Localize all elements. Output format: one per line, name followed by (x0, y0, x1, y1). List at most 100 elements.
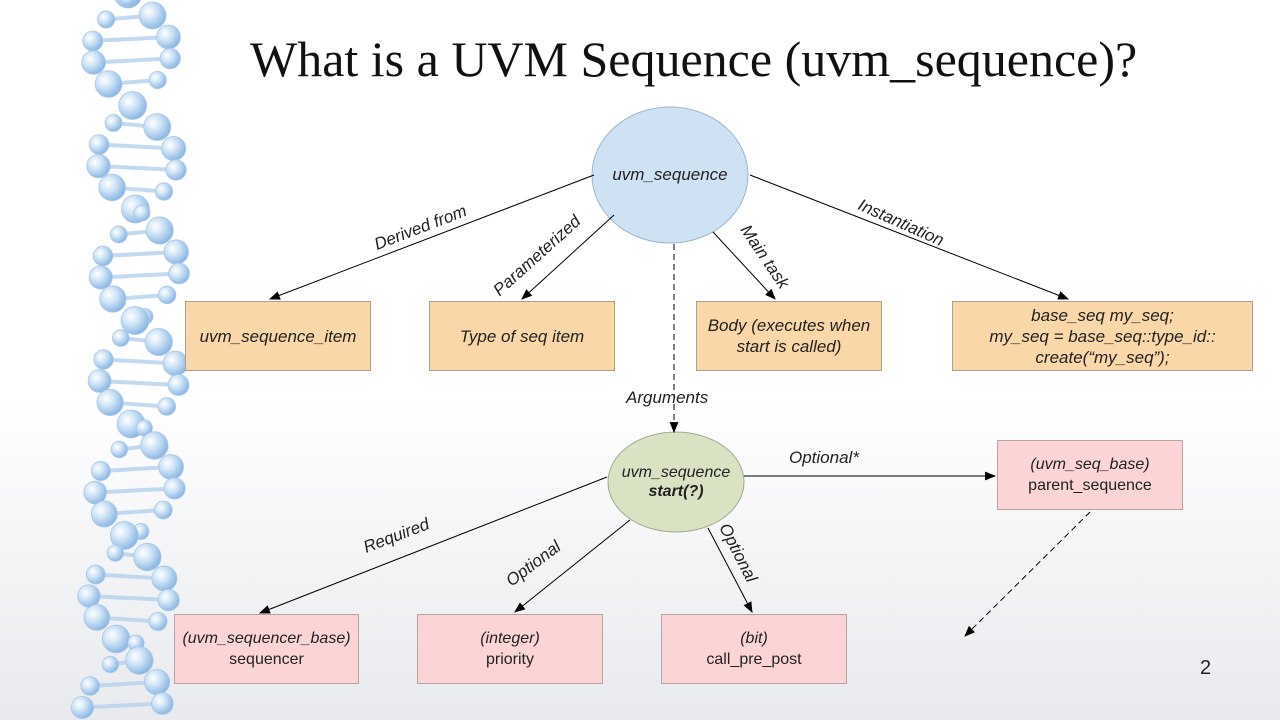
page-number: 2 (1200, 657, 1212, 679)
top-node: uvm_sequence (592, 160, 748, 190)
dna-ball (159, 47, 181, 70)
dna-ball (101, 655, 119, 674)
dna-ball (90, 500, 118, 528)
edge-parent-dashed (964, 511, 1091, 637)
dna-ball (120, 306, 150, 335)
priority-name: priority (485, 651, 534, 668)
dna-ball (106, 544, 124, 562)
dna-rung (98, 271, 182, 280)
dna-rung (97, 379, 181, 387)
priority-type: (integer) (480, 630, 540, 647)
slide-title: What is a UVM Sequence (uvm_sequence)? (250, 31, 1138, 87)
seq-item-box: uvm_sequence_item (185, 301, 371, 371)
dna-rung (96, 164, 179, 172)
dna-ball (140, 431, 169, 460)
dna-rung (90, 35, 171, 43)
dna-ball (88, 265, 113, 290)
inst-line1: base_seq my_seq; (1031, 305, 1174, 325)
dna-ball (133, 542, 162, 572)
parent-type: (uvm_seq_base) (1030, 456, 1150, 473)
dna-ball (97, 10, 116, 29)
dna-ball (83, 480, 107, 505)
dna-ball (167, 374, 190, 396)
dna-ball (145, 216, 174, 245)
dna-ball (112, 329, 130, 347)
dna-ball (118, 91, 148, 120)
dna-ball (157, 588, 180, 612)
dna-ball (125, 646, 154, 675)
dna-ball (90, 461, 111, 481)
parent-name: parent_sequence (1028, 477, 1152, 494)
dna-ball (86, 153, 111, 179)
dna-ball (109, 225, 128, 244)
dna-ball (94, 70, 123, 98)
dna-ball (99, 285, 127, 313)
dna-ball (138, 1, 167, 30)
seq-item-type-label: Type of seq item (459, 326, 585, 346)
dna-ball (151, 692, 174, 715)
dna-ball (98, 173, 126, 202)
dna-ball (165, 159, 187, 181)
seq-item-type-box: Type of seq item (429, 301, 615, 371)
dna-ball (143, 113, 172, 141)
parent-sequence-box: (uvm_seq_base) parent_sequence (997, 440, 1183, 510)
dna-ball (80, 676, 100, 696)
dna-ball (70, 695, 94, 720)
dna-ball (87, 369, 112, 393)
dna-ball (154, 182, 174, 201)
sequencer-box: (uvm_sequencer_base) sequencer (174, 614, 359, 684)
dna-ball (157, 285, 177, 305)
edge-label-arguments: Arguments (626, 388, 709, 407)
dna-ball (96, 388, 124, 417)
dna-ball (83, 604, 111, 631)
call-pre-post-name: call_pre_post (706, 651, 802, 668)
edge-instantiation (749, 174, 1070, 300)
body-line1: Body (executes when (707, 316, 871, 335)
dna-ball (157, 397, 177, 416)
edge-required (258, 476, 608, 614)
dna-rung (91, 56, 173, 65)
edge-parameterized (521, 214, 615, 300)
dna-ball (168, 262, 190, 285)
body-box: Body (executes when start is called) (696, 301, 882, 371)
dna-ball (110, 440, 129, 459)
dna-ball (133, 204, 151, 222)
priority-box: (integer) priority (417, 614, 603, 684)
dna-ball (85, 564, 106, 585)
dna-ball (163, 477, 186, 500)
instantiation-box: base_seq my_seq; my_seq = base_seq::type… (952, 301, 1253, 371)
inst-line2: my_seq = base_seq::type_id:: (989, 326, 1216, 346)
start-node: uvm_sequence start(?) (600, 460, 752, 504)
start-node-line2: start(?) (648, 483, 704, 500)
dna-ball (109, 521, 139, 550)
dna-ball (93, 349, 114, 370)
sequencer-name: sequencer (229, 651, 304, 668)
dna-ball (81, 50, 106, 75)
top-node-shape (591, 106, 749, 244)
dna-ball (144, 327, 173, 357)
dna-ball (119, 0, 137, 7)
dna-rung (86, 594, 171, 602)
top-node-label: uvm_sequence (612, 165, 728, 184)
start-node-line1: uvm_sequence (621, 464, 731, 481)
edge-label-optional-parent: Optional* (789, 448, 859, 467)
dna-rung (80, 701, 165, 710)
seq-item-label: uvm_sequence_item (199, 326, 357, 346)
inst-line3: create(“my_seq”); (1035, 347, 1170, 367)
body-line2: start is called) (736, 337, 842, 356)
dna-ball (148, 70, 167, 90)
sequencer-type: (uvm_sequencer_base) (182, 630, 351, 647)
call-pre-post-type: (bit) (740, 630, 768, 647)
dna-ball (104, 114, 123, 132)
dna-rung (93, 486, 177, 495)
dna-ball (153, 500, 173, 520)
edge-main-task (712, 231, 776, 300)
edge-derived-from (268, 174, 595, 300)
dna-helix-decoration (70, 0, 190, 720)
dna-ball (148, 612, 168, 631)
call-pre-post-box: (bit) call_pre_post (661, 614, 847, 684)
edge-optional-priority (514, 519, 631, 613)
edge-optional-call (707, 527, 753, 613)
